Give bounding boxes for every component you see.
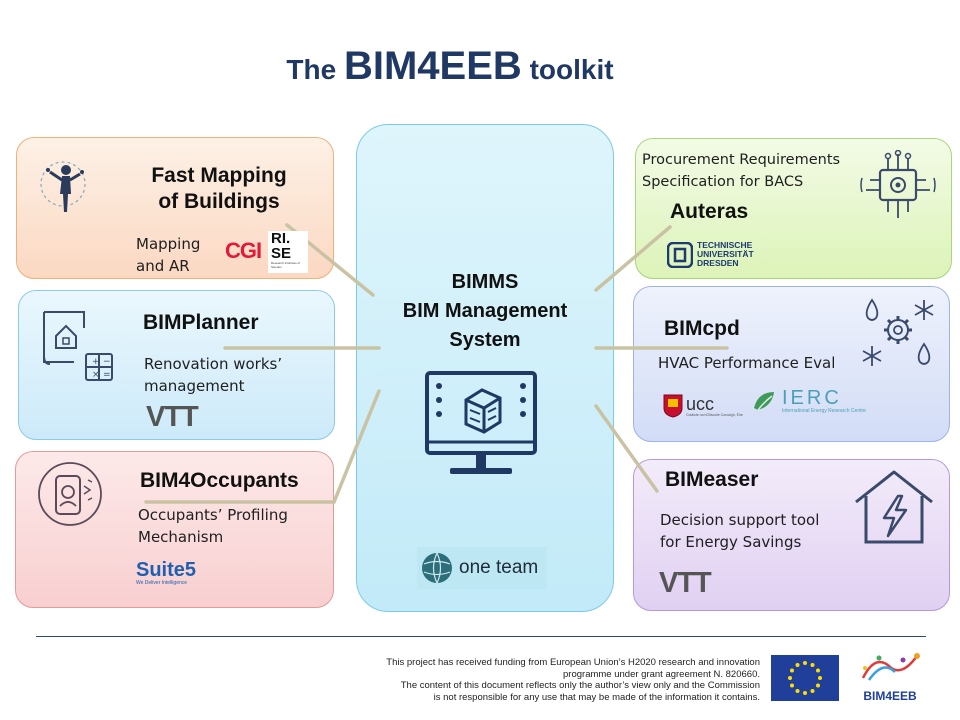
- suite5-logo: Suite5 We Deliver Intelligence: [136, 559, 197, 586]
- fast-mapping-title: Fast Mapping of Buildings: [151, 164, 287, 213]
- tu-dresden-emblem-icon: [667, 241, 693, 268]
- bimcpd-card: [633, 286, 950, 442]
- svg-text:×: ×: [92, 370, 100, 380]
- bimplanner-desc: Renovation works’ management: [144, 355, 283, 395]
- bim4occupants-title: BIM4Occupants: [140, 469, 299, 492]
- rise-logo: RI. SE Research Institutes of Sweden: [268, 231, 308, 273]
- chip-network-icon: [860, 150, 936, 218]
- connector-auteras: [594, 225, 672, 292]
- bimplanner-card: [18, 290, 335, 440]
- ierc-logo: IERC International Energy Research Centr…: [752, 388, 866, 414]
- monitor-building-icon: [425, 371, 537, 474]
- vtt-logo-planner: VTT: [146, 401, 199, 433]
- connector-bimeaser: [594, 404, 659, 493]
- auteras-title: Auteras: [670, 200, 749, 223]
- eu-flag-icon: [771, 655, 839, 701]
- svg-text:+: +: [92, 357, 100, 367]
- funding-disclaimer: This project has received funding from E…: [386, 657, 760, 703]
- ucc-logo: ucc Coláiste na hOllscoile Corcaigh, Éir…: [663, 394, 750, 418]
- one-team-logo: one team: [417, 547, 547, 589]
- fast-mapping-desc: Mapping and AR: [136, 235, 201, 275]
- vtt-logo-easer: VTT: [659, 567, 712, 599]
- auteras-card: [635, 138, 952, 279]
- footer-divider: [36, 636, 926, 637]
- bimcpd-title: BIMcpd: [664, 317, 740, 340]
- cgi-logo: CGI: [225, 238, 262, 263]
- connector-bim4occupants-d: [332, 389, 381, 504]
- bim4eeb-logo: BIM4EEB: [852, 650, 928, 706]
- globe-icon: [422, 552, 452, 584]
- bimms-center-card: [356, 124, 614, 612]
- bimeaser-title: BIMeaser: [665, 468, 759, 491]
- hvac-gear-icon: [862, 298, 934, 366]
- bim4occupants-card: [15, 451, 334, 608]
- slide-title: The BIM4EEB toolkit: [286, 44, 614, 88]
- bim4occupants-desc: Occupants’ Profiling Mechanism: [138, 506, 288, 546]
- ierc-leaf-icon: [754, 392, 774, 411]
- ucc-crest-icon: [663, 394, 683, 418]
- svg-text:−: −: [103, 357, 111, 367]
- phone-profile-icon: [38, 462, 102, 526]
- bimplanner-title: BIMPlanner: [143, 311, 259, 334]
- bimeaser-desc: Decision support tool for Energy Savings: [660, 511, 820, 551]
- tu-dresden-logo: TECHNISCHE UNIVERSITÄT DRESDEN: [667, 241, 754, 268]
- bimms-title: BIMMS BIM Management System: [402, 271, 568, 351]
- bim4eeb-swirl-icon: [861, 653, 920, 681]
- house-lightning-icon: [855, 470, 933, 544]
- svg-text:=: =: [103, 370, 111, 380]
- person-scanning-icon: [40, 161, 86, 212]
- bimcpd-desc: HVAC Performance Eval: [658, 354, 836, 372]
- auteras-desc: Procurement Requirements Specification f…: [642, 152, 841, 190]
- blueprint-house-icon: + − × =: [43, 311, 113, 381]
- bimeaser-card: [633, 459, 950, 611]
